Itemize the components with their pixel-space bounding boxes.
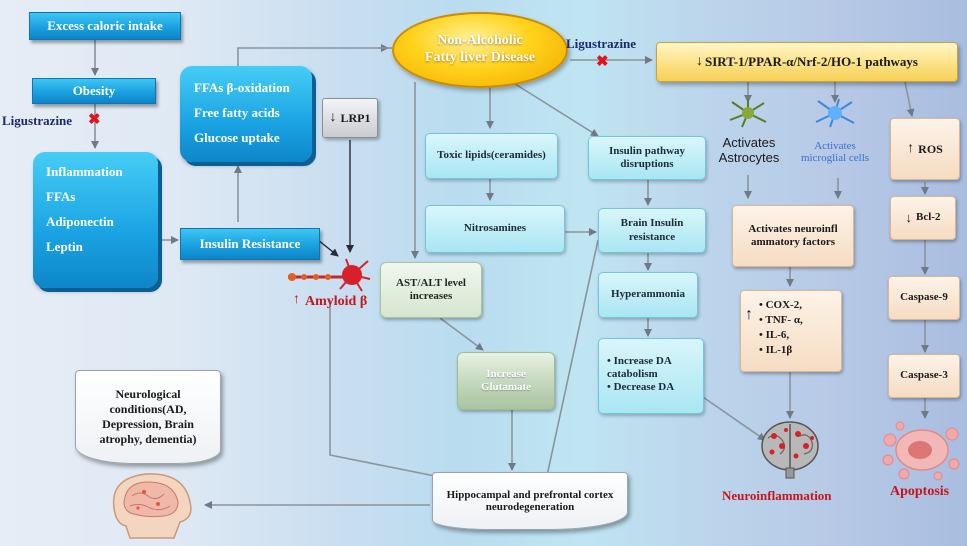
microglia-icon (815, 98, 855, 128)
ligustrazine-right-label: Ligustrazine (566, 36, 637, 51)
activates-microglial-label: Activates microglial cells (800, 140, 870, 164)
bcl2-box: ↓ Bcl-2 (890, 196, 956, 240)
obesity-box: Obesity (32, 78, 156, 104)
caspase3-label: Caspase-3 (900, 369, 948, 382)
adiponectin-item: Adiponectin (46, 214, 114, 229)
apoptotic-cell-icon (882, 421, 960, 481)
caspase9-box: Caspase-9 (888, 276, 960, 320)
excess-caloric-intake-box: Excess caloric intake (29, 12, 181, 40)
nafld-label: Non-Alcoholic Fatty liver Disease (424, 33, 536, 65)
neuroinflammation-label: Neuroinflammation (722, 488, 832, 503)
sirt-pathways-box: ↓ SIRT-1/PPAR-α/Nrf-2/HO-1 pathways (656, 42, 958, 82)
excess-caloric-intake-label: Excess caloric intake (47, 18, 163, 34)
ast-alt-label: AST/ALT level increases (396, 276, 466, 302)
cytokine-item: • TNF- α, (759, 314, 803, 326)
increase-glutamate-box: Increase Glutamate (457, 352, 555, 410)
toxic-lipids-box: Toxic lipids(ceramides) (425, 133, 558, 179)
hyperammonia-box: Hyperammonia (598, 272, 698, 318)
ros-label: ROS (918, 141, 943, 156)
neuroinflammatory-factors-box: Activates neuroinflammatory factors (732, 205, 854, 267)
sirt-pathways-label: SIRT-1/PPAR-α/Nrf-2/HO-1 pathways (705, 54, 918, 70)
inflammation-box: Inflammation FFAs Adiponectin Leptin (33, 152, 158, 288)
lrp1-label: LRP1 (340, 110, 371, 125)
arrow-ast-glut (439, 317, 484, 351)
cytokine-item: • IL-1β (759, 344, 793, 356)
neuroinflammatory-factors-label: Activates neuroinflammatory factors (748, 222, 838, 248)
glucose-uptake-item: Glucose uptake (194, 130, 280, 145)
bcl2-label: Bcl-2 (916, 211, 941, 224)
inhibit-x-icon-right: ✖ (596, 54, 609, 70)
astrocyte-icon (729, 99, 767, 128)
increase-glutamate-label: Increase Glutamate (480, 367, 532, 393)
da-item-decrease: • Decrease DA (607, 381, 675, 394)
lrp1-box: ↓ LRP1 (322, 98, 378, 138)
apoptosis-label: Apoptosis (890, 484, 950, 499)
neurological-conditions-box: Neurological conditions(AD, Depression, … (75, 370, 221, 464)
insulin-resistance-label: Insulin Resistance (199, 236, 301, 252)
da-item-increase: • Increase DA catabolism (607, 355, 672, 381)
ffas-item: FFAs (46, 189, 76, 204)
ligustrazine-left-label: Ligustrazine (2, 113, 73, 128)
down-arrow-icon: ↓ (329, 109, 337, 125)
sirt-down-arrow-icon: ↓ (696, 53, 703, 69)
arrow-ir-amyloid (317, 239, 339, 257)
arrow-ffas-nafld (237, 44, 389, 68)
nitrosamines-box: Nitrosamines (425, 205, 565, 253)
ros-up-arrow-icon: ↑ (907, 140, 915, 156)
head-brain-icon (112, 473, 192, 539)
cytokine-item: • IL-6, (759, 329, 790, 341)
amyloid-beta-label: Amyloid β (305, 294, 368, 309)
brain-insulin-resistance-label: Brain Insulin resistance (620, 217, 684, 243)
inhibit-x-icon: ✖ (88, 112, 101, 128)
ffas-oxidation-item: FFAs β-oxidation (194, 80, 290, 95)
toxic-lipids-label: Toxic lipids(ceramides) (437, 149, 546, 162)
arrow-nafld-insulin-disrupt (511, 81, 599, 137)
ast-alt-box: AST/ALT level increases (380, 262, 482, 318)
cytokines-box: ↑ • COX-2, • TNF- α, • IL-6, • IL-1β (740, 290, 842, 372)
amyloid-up-arrow-icon: ↑ (293, 292, 300, 307)
leptin-item: Leptin (46, 239, 83, 254)
insulin-pathway-disruptions-label: Insulin pathway disruptions (608, 144, 686, 170)
nitrosamines-label: Nitrosamines (463, 222, 527, 235)
bcl2-down-arrow-icon: ↓ (905, 210, 913, 226)
caspase9-label: Caspase-9 (900, 291, 948, 304)
arrow-brainir-hippo (542, 239, 599, 486)
cytokine-item: • COX-2, (759, 299, 802, 311)
inflammation-item: Inflammation (46, 164, 123, 179)
neurological-conditions-label: Neurological conditions(AD, Depression, … (99, 387, 197, 446)
insulin-resistance-box: Insulin Resistance (180, 228, 320, 260)
cytokines-up-arrow-icon: ↑ (745, 306, 753, 323)
caspase3-box: Caspase-3 (888, 354, 960, 398)
insulin-pathway-disruptions-box: Insulin pathway disruptions (588, 136, 706, 180)
hippocampal-label: Hippocampal and prefrontal cortex neurod… (446, 489, 614, 513)
nafld-ellipse: Non-Alcoholic Fatty liver Disease (392, 12, 568, 88)
brain-insulin-resistance-box: Brain Insulin resistance (598, 208, 706, 253)
arrow-ast-hippo (329, 300, 441, 480)
da-box: • Increase DA catabolism • Decrease DA (598, 338, 704, 414)
activates-astrocytes-label: Activates Astrocytes (718, 135, 780, 165)
brain-icon (761, 421, 819, 479)
ffas-box: FFAs β-oxidation Free fatty acids Glucos… (180, 66, 312, 162)
arrow-sirt-ros (904, 81, 915, 117)
obesity-label: Obesity (72, 83, 116, 99)
neuron-icon (288, 258, 371, 292)
ros-box: ↑ ROS (890, 118, 960, 180)
hippocampal-box: Hippocampal and prefrontal cortex neurod… (432, 472, 628, 530)
arrow-da-neuroinf (699, 394, 766, 441)
free-fatty-acids-item: Free fatty acids (194, 105, 280, 120)
hyperammonia-label: Hyperammonia (611, 288, 685, 301)
